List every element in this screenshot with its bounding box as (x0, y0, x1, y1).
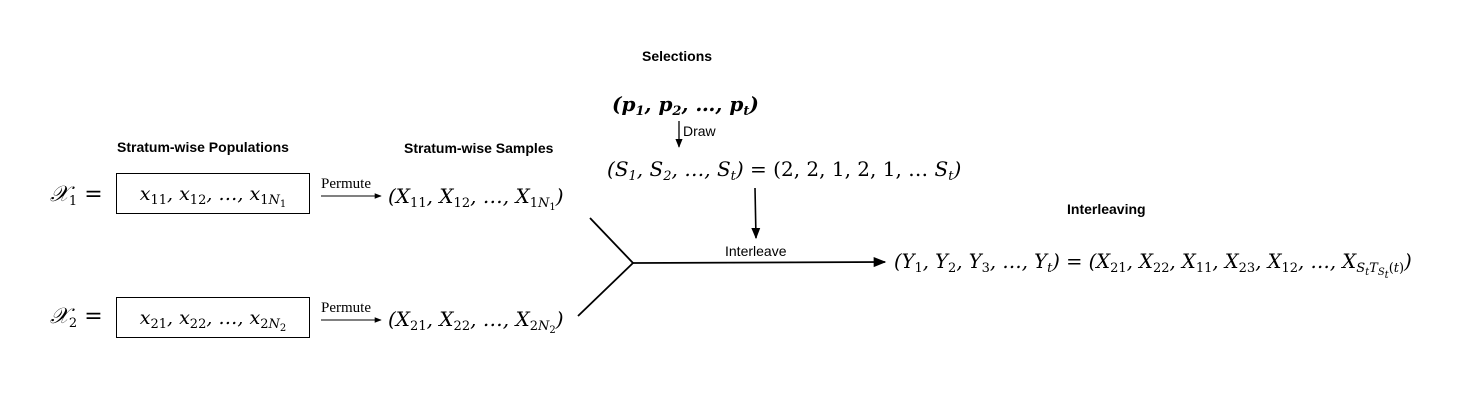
merge-line-lower (577, 262, 634, 317)
permute-label-1: Permute (321, 176, 371, 192)
population-label-2: 𝒳2 = (50, 304, 103, 331)
interleave-arrow (632, 257, 887, 268)
permute-label-2: Permute (321, 300, 371, 316)
population-box-2: x21, x22, …, x2N2 (116, 297, 310, 338)
interleaved-result: (Y1, Y2, Y3, …, Yt) = (X21, X22, X11, X2… (894, 250, 1412, 281)
draw-label: Draw (683, 123, 716, 139)
interleaving-header: Interleaving (1067, 201, 1146, 217)
sample-1: (X11, X12, …, X1N1) (388, 184, 564, 213)
populations-header: Stratum-wise Populations (117, 139, 289, 155)
selection-probabilities: (p1, p2, …, pt) (612, 92, 759, 119)
selection-sequence: (S1, S2, …, St) = (2, 2, 1, 2, 1, … St) (607, 157, 962, 184)
sample-2: (X21, X22, …, X2N2) (388, 307, 564, 336)
samples-header: Stratum-wise Samples (404, 140, 554, 156)
sequence-arrow (751, 187, 761, 240)
population-label-1: 𝒳1 = (50, 182, 103, 209)
selections-header: Selections (642, 48, 713, 64)
merge-line-upper (589, 217, 634, 264)
interleave-label: Interleave (725, 243, 787, 259)
population-box-1: x11, x12, …, x1N1 (116, 173, 310, 214)
